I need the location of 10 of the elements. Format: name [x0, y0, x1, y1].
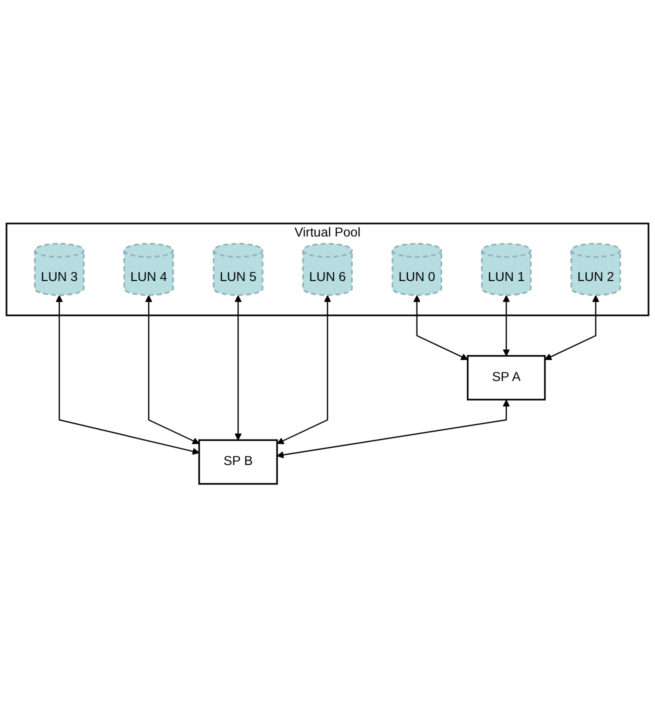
arrow [145, 294, 200, 444]
arrow [544, 294, 600, 360]
node-box: SP B [198, 439, 278, 484]
arrow [413, 294, 468, 360]
arrow [276, 399, 510, 458]
node-box: SP A [466, 354, 546, 400]
arrow [502, 294, 510, 356]
arrow [56, 294, 200, 455]
arrow [276, 294, 332, 444]
arrow [234, 294, 242, 440]
